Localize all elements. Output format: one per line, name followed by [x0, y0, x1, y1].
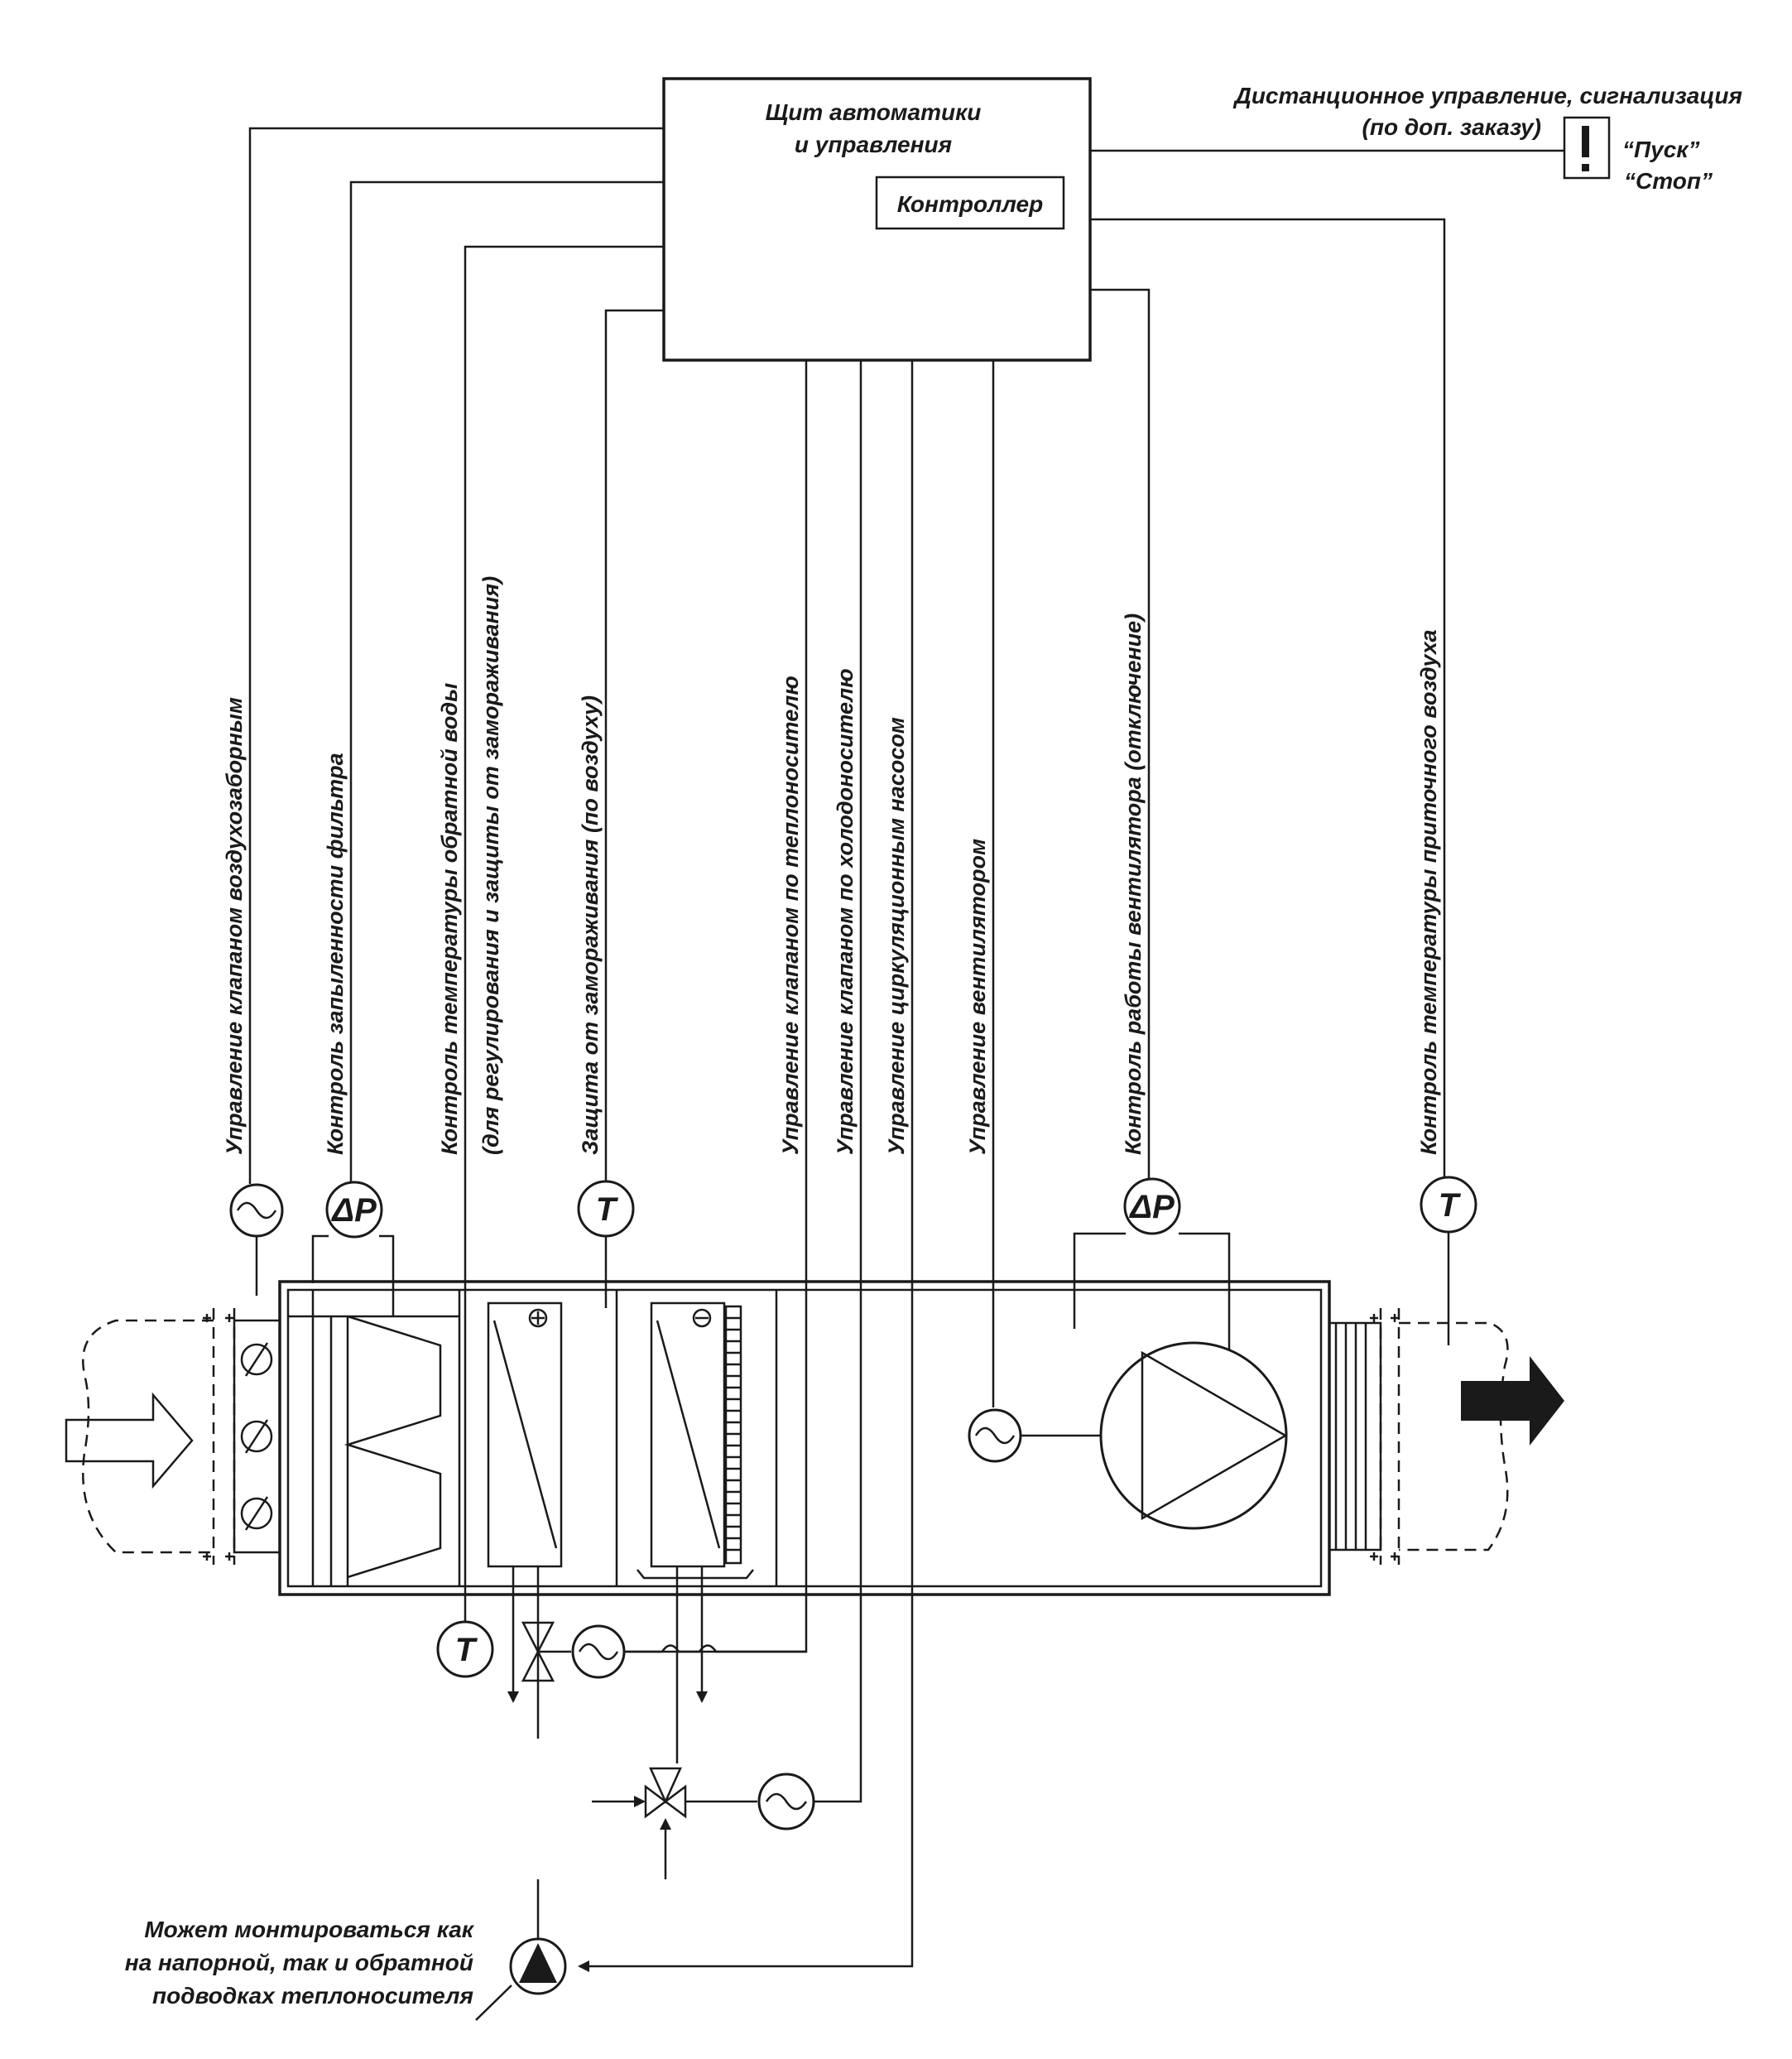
supply-air-arrow	[1461, 1356, 1564, 1446]
pump-mounting-note: Может монтироваться как на напорной, так…	[125, 1917, 475, 2008]
control-panel: Щит автоматики и управления Контроллер	[662, 77, 1092, 362]
supply-duct	[1328, 1308, 1564, 1565]
cooling-valve-actuator	[757, 1773, 815, 1830]
filter-dp-sensor: ΔP	[311, 1181, 395, 1316]
label-heat-valve-control: Управление клапаном по теплоносителю	[778, 676, 803, 1155]
cooling-3way-valve	[592, 1767, 757, 1879]
fan-dp-sensor: ΔP	[1073, 1177, 1231, 1383]
remote-alarm-box	[1563, 116, 1611, 180]
label-fan-monitor: Контроль работы вентилятора (отключение)	[1121, 613, 1146, 1155]
intake-duct	[65, 1308, 236, 1565]
frost-temp-symbol: T	[596, 1191, 619, 1228]
intake-damper	[233, 1319, 281, 1554]
label-return-water-temp: Контроль температуры обратной воды	[437, 683, 462, 1155]
heating-valve-actuator	[571, 1624, 626, 1679]
label-pump-control: Управление циркуляционным насосом	[884, 717, 909, 1155]
note-line1: Может монтироваться как	[144, 1917, 474, 1942]
fan-motor	[968, 1408, 1101, 1463]
remote-start-label: “Пуск”	[1622, 137, 1699, 162]
exclamation-icon	[1582, 126, 1589, 171]
label-return-water-temp-note: (для регулирования и защиты от заморажив…	[478, 576, 503, 1155]
heating-plus-icon	[528, 1308, 548, 1328]
water-cooler-coil	[637, 1290, 778, 1586]
label-fan-control: Управление вентилятором	[965, 839, 990, 1155]
damper-blade-3	[240, 1496, 273, 1531]
cooling-circuit	[592, 1566, 815, 1879]
fan-dp-symbol: ΔP	[1128, 1189, 1175, 1225]
note-line3: подводках теплоносителя	[152, 1983, 473, 2008]
supply-temp-sensor: T	[1420, 1176, 1477, 1345]
label-filter-monitor: Контроль запыленности фильтра	[323, 753, 348, 1155]
return-water-temp-sensor: T	[436, 1620, 494, 1678]
damper-blade-2	[240, 1419, 273, 1454]
supply-fan	[1099, 1341, 1288, 1530]
droplet-eliminator	[724, 1305, 742, 1565]
supply-temp-symbol: T	[1439, 1187, 1462, 1224]
controller-label: Контроллер	[897, 191, 1043, 217]
label-damper-control: Управление клапаном воздухозаборным	[222, 697, 247, 1155]
circulation-pump	[509, 1937, 567, 1995]
cooling-minus-icon	[692, 1308, 712, 1328]
damper-actuator	[229, 1183, 284, 1296]
intake-air-arrow	[65, 1392, 194, 1489]
label-cool-valve-control: Управление клапаном по холодоносителю	[833, 668, 858, 1155]
remote-control: Дистанционное управление, сигнализация (…	[1090, 83, 1742, 194]
controller-box	[875, 176, 1065, 230]
bag-filter	[288, 1290, 461, 1586]
circulation-pump-group	[475, 1879, 567, 2021]
drain-pan	[637, 1569, 754, 1580]
water-heater-coil	[487, 1290, 618, 1586]
remote-title-line1: Дистанционное управление, сигнализация	[1233, 83, 1742, 108]
panel-title-line2: и управления	[795, 132, 952, 157]
heating-circuit: T	[436, 1566, 806, 1739]
note-line2: на напорной, так и обратной	[125, 1950, 473, 1975]
remote-stop-label: “Стоп”	[1624, 168, 1713, 194]
remote-title-line2: (по доп. заказу)	[1362, 114, 1541, 140]
label-supply-temp: Контроль температуры приточного воздуха	[1416, 629, 1441, 1155]
filter-dp-symbol: ΔP	[330, 1192, 377, 1229]
damper-blade-1	[240, 1342, 273, 1377]
air-handling-unit	[65, 1280, 1564, 1596]
return-water-temp-symbol: T	[455, 1632, 478, 1668]
label-frost-protection: Защита от замораживания (по воздуху)	[578, 695, 603, 1155]
heating-valve	[521, 1621, 571, 1682]
signal-labels: Управление клапаном воздухозаборным Конт…	[222, 576, 1441, 1155]
panel-title-line1: Щит автоматики	[766, 99, 982, 125]
frost-temp-sensor: T	[577, 1180, 635, 1308]
